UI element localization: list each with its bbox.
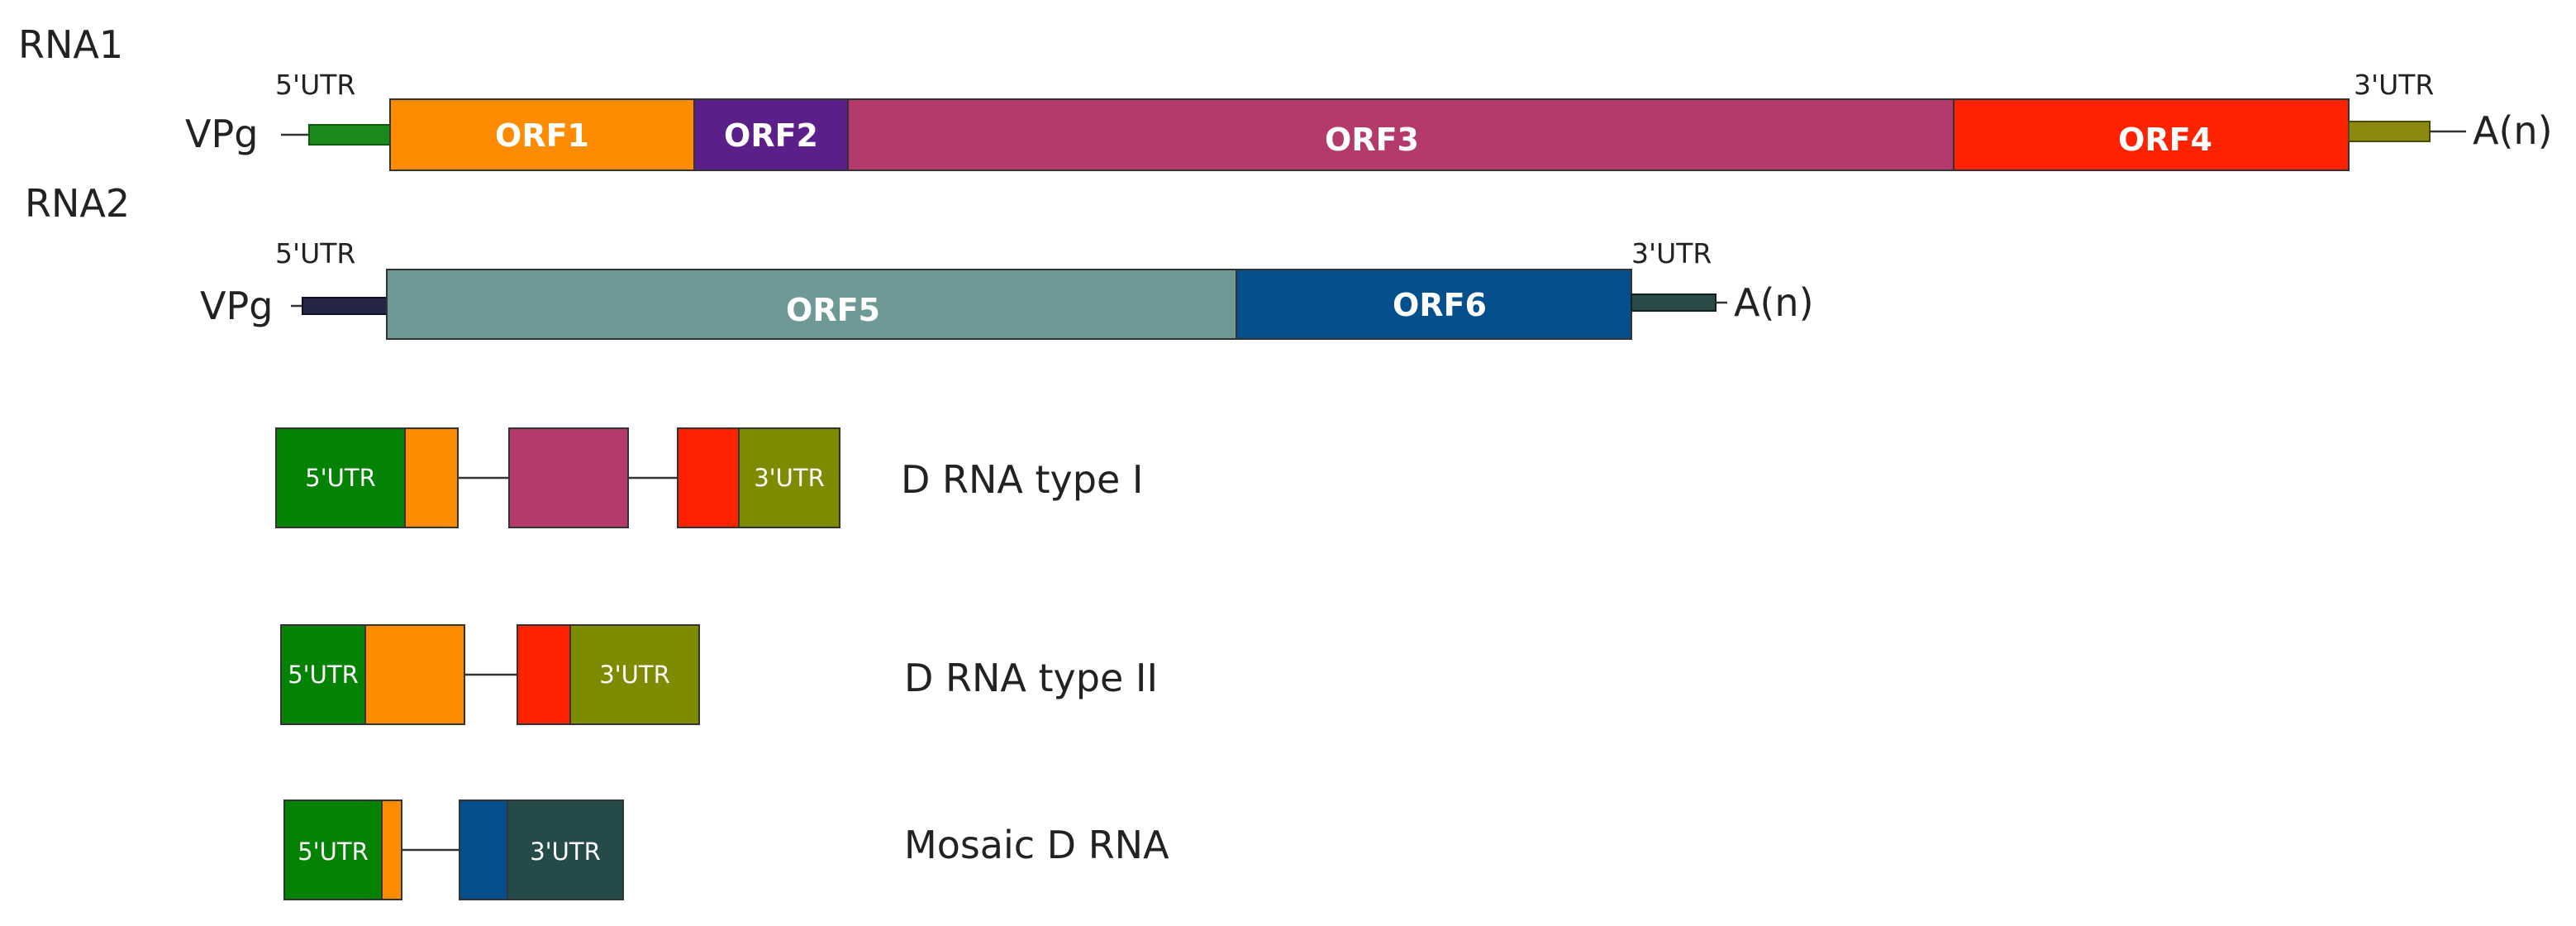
rna2-5utr-label: 5'UTR bbox=[275, 237, 355, 270]
rna1-polya-label: A(n) bbox=[2473, 108, 2553, 153]
rna2-orf6-block bbox=[1236, 269, 1632, 340]
rna1-orf4-label: ORF4 bbox=[2118, 122, 2212, 158]
rna1-orf2-block bbox=[693, 98, 849, 171]
d2-5utr-label: 5'UTR bbox=[288, 661, 359, 689]
d-rna-type-1-group: 5'UTR 3'UTR D RNA type I bbox=[275, 427, 1143, 528]
mosaic-5utr-block bbox=[283, 800, 383, 900]
rna2-orf5-block bbox=[386, 269, 1237, 340]
mosaic-d-rna-label: Mosaic D RNA bbox=[904, 823, 1169, 867]
d2-3utr-label: 3'UTR bbox=[599, 661, 670, 689]
rna2-vpg-label: VPg bbox=[200, 284, 273, 328]
rna2-group: RNA2 5'UTR 3'UTR VPg ORF5 ORF6 A(n) bbox=[25, 181, 1814, 340]
rna2-polya-label: A(n) bbox=[1734, 280, 1814, 325]
rna2-3utr-bar bbox=[1631, 294, 1717, 312]
rna1-3utr-bar bbox=[2348, 121, 2431, 142]
d-rna-type-2-label: D RNA type II bbox=[904, 656, 1158, 700]
d1-orf4-fragment bbox=[677, 427, 740, 528]
d-rna-type-2-group: 5'UTR 3'UTR D RNA type II bbox=[280, 624, 1158, 725]
rna1-5utr-bar bbox=[308, 124, 391, 146]
rna1-orf3-block bbox=[847, 98, 1955, 171]
mosaic-5utr-label: 5'UTR bbox=[298, 838, 369, 866]
rna1-3utr-label: 3'UTR bbox=[2354, 69, 2434, 101]
mosaic-3utr-block bbox=[507, 800, 624, 900]
d2-orf4-fragment bbox=[517, 624, 571, 725]
d1-3utr-label: 3'UTR bbox=[754, 464, 825, 492]
mosaic-orf6-fragment bbox=[459, 800, 508, 900]
rna2-label: RNA2 bbox=[25, 181, 130, 226]
rna1-orf2-label: ORF2 bbox=[724, 117, 818, 154]
d2-orf1-fragment bbox=[364, 624, 465, 725]
rna2-orf6-label: ORF6 bbox=[1393, 287, 1487, 323]
rna2-3utr-label: 3'UTR bbox=[1631, 237, 1712, 270]
rna1-label: RNA1 bbox=[18, 22, 123, 67]
d1-orf1-fragment bbox=[404, 427, 459, 528]
d2-3utr-block bbox=[569, 624, 700, 725]
rna1-5utr-label: 5'UTR bbox=[275, 69, 355, 101]
d1-orf3-fragment bbox=[508, 427, 629, 528]
rna1-vpg-label: VPg bbox=[185, 112, 258, 156]
rna2-5utr-bar bbox=[302, 297, 388, 315]
d1-5utr-label: 5'UTR bbox=[305, 464, 376, 492]
rna1-orf3-label: ORF3 bbox=[1325, 122, 1419, 158]
d1-3utr-block bbox=[738, 427, 840, 528]
d-rna-type-1-label: D RNA type I bbox=[901, 457, 1143, 502]
mosaic-3utr-label: 3'UTR bbox=[530, 838, 601, 866]
mosaic-d-rna-group: 5'UTR 3'UTR Mosaic D RNA bbox=[283, 800, 1169, 900]
mosaic-orf1-fragment bbox=[381, 800, 402, 900]
rna1-group: RNA1 5'UTR 3'UTR VPg ORF1 ORF2 ORF3 ORF4… bbox=[18, 22, 2553, 171]
d2-5utr-block bbox=[280, 624, 366, 725]
rna2-orf5-label: ORF5 bbox=[786, 292, 880, 328]
rna1-orf1-label: ORF1 bbox=[495, 117, 589, 154]
